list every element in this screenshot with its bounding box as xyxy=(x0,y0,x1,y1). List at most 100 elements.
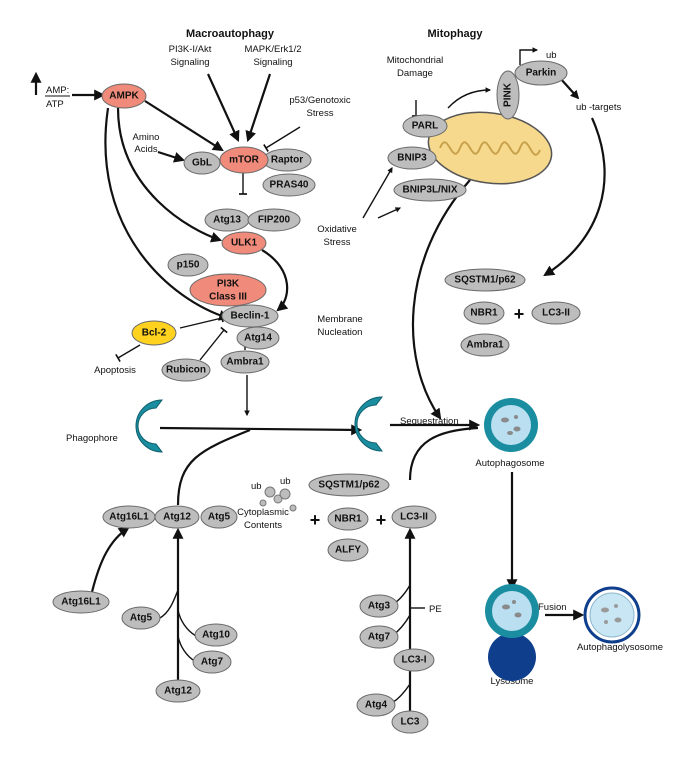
svg-text:Atg7: Atg7 xyxy=(201,657,224,668)
label-amino-2: Acids xyxy=(134,144,157,155)
node-atg13: Atg13 xyxy=(204,208,250,232)
node-atg7-right: Atg7 xyxy=(359,625,399,649)
svg-text:Atg12: Atg12 xyxy=(163,512,191,523)
svg-text:BNIP3L/NIX: BNIP3L/NIX xyxy=(402,185,457,196)
svg-text:ub: ub xyxy=(251,481,262,492)
svg-text:NBR1: NBR1 xyxy=(470,308,498,319)
svg-text:BNIP3: BNIP3 xyxy=(397,153,427,164)
node-lc3: LC3 xyxy=(391,710,429,734)
svg-text:PI3K: PI3K xyxy=(217,279,240,290)
svg-text:Atg10: Atg10 xyxy=(202,630,230,641)
label-mito-damage-1: Mitochondrial xyxy=(387,55,444,66)
plus-sign: + xyxy=(514,304,525,324)
node-gbl: GbL xyxy=(183,151,221,175)
svg-text:AMPK: AMPK xyxy=(109,91,139,102)
label-p53-1: p53/Genotoxic xyxy=(289,95,351,106)
label-sequestration: Sequestration xyxy=(400,416,459,427)
label-pe: PE xyxy=(429,604,442,615)
node-atg12-complex: Atg12 xyxy=(154,505,200,529)
node-pras40: PRAS40 xyxy=(262,173,316,197)
svg-text:Atg5: Atg5 xyxy=(130,613,153,624)
svg-text:Rubicon: Rubicon xyxy=(166,365,206,376)
plus-sign: + xyxy=(310,510,321,530)
svg-text:mTOR: mTOR xyxy=(229,155,260,166)
svg-text:LC3-II: LC3-II xyxy=(542,308,570,319)
parkin-ub-tag: ub xyxy=(546,50,557,61)
node-atg7-left: Atg7 xyxy=(192,650,232,674)
svg-text:LC3-II: LC3-II xyxy=(400,512,428,523)
svg-text:Atg16L1: Atg16L1 xyxy=(109,512,149,523)
node-bnip3: BNIP3 xyxy=(387,146,437,170)
node-pink: PINK xyxy=(496,70,520,120)
svg-text:p150: p150 xyxy=(177,260,200,271)
svg-text:Atg14: Atg14 xyxy=(244,333,272,344)
svg-text:Atg5: Atg5 xyxy=(208,512,231,523)
svg-text:LC3: LC3 xyxy=(401,717,420,728)
lysosome-icon xyxy=(488,633,536,681)
svg-text:ULK1: ULK1 xyxy=(231,238,258,249)
fused-autophagosome-icon xyxy=(485,584,539,638)
label-cytoplasmic-1: Cytoplasmic xyxy=(237,507,289,518)
plus-sign: + xyxy=(376,510,387,530)
label-ub-targets: -targets xyxy=(589,102,621,113)
label-cytoplasmic-2: Contents xyxy=(244,520,282,531)
svg-text:Class III: Class III xyxy=(209,292,247,303)
autophagosome-icon xyxy=(484,398,538,452)
svg-text:Ambra1: Ambra1 xyxy=(226,357,264,368)
node-parl: PARL xyxy=(402,114,448,138)
node-atg5: Atg5 xyxy=(121,606,161,630)
node-fip200: FIP200 xyxy=(247,208,301,232)
svg-text:Atg7: Atg7 xyxy=(368,632,391,643)
svg-text:SQSTM1/p62: SQSTM1/p62 xyxy=(318,480,380,491)
node-nbr1-top: NBR1 xyxy=(463,301,505,325)
label-phagophore: Phagophore xyxy=(66,433,118,444)
label-oxidative-1: Oxidative xyxy=(317,224,357,235)
node-ambra1-right: Ambra1 xyxy=(460,333,510,357)
label-fusion: Fusion xyxy=(538,602,567,613)
node-atg16l1: Atg16L1 xyxy=(52,590,110,614)
title-macroautophagy: Macroautophagy xyxy=(186,28,275,40)
svg-text:LC3-I: LC3-I xyxy=(402,655,427,666)
label-autophagosome: Autophagosome xyxy=(475,458,544,469)
node-lc3i: LC3-I xyxy=(393,648,435,672)
svg-text:Atg4: Atg4 xyxy=(365,700,388,711)
svg-text:PINK: PINK xyxy=(503,82,514,107)
phagophore-icon xyxy=(135,399,164,453)
label-pi3k-signaling-1: PI3K-I/Akt xyxy=(169,44,212,55)
label-amino-1: Amino xyxy=(133,132,160,143)
node-atg16l1-complex: Atg16L1 xyxy=(102,505,156,529)
node-atg5-complex: Atg5 xyxy=(200,505,238,529)
svg-text:Parkin: Parkin xyxy=(526,68,557,79)
label-pi3k-signaling-2: Signaling xyxy=(170,57,209,68)
svg-text:Beclin-1: Beclin-1 xyxy=(231,311,270,322)
svg-text:NBR1: NBR1 xyxy=(334,514,362,525)
title-mitophagy: Mitophagy xyxy=(428,28,484,40)
node-atg3: Atg3 xyxy=(359,594,399,618)
node-parkin: Parkin xyxy=(514,60,568,86)
node-atg10: Atg10 xyxy=(194,623,238,647)
label-autophagolysosome: Autophagolysosome xyxy=(577,642,663,653)
mitochondrion-icon xyxy=(427,111,553,185)
label-mapk-signaling-2: Signaling xyxy=(253,57,292,68)
pathway-edges xyxy=(30,47,606,715)
node-rubicon: Rubicon xyxy=(161,358,211,382)
node-lc3ii-mid: LC3-II xyxy=(391,505,437,529)
svg-text:ALFY: ALFY xyxy=(335,545,361,556)
svg-text:Bcl-2: Bcl-2 xyxy=(142,328,167,339)
label-p53-2: Stress xyxy=(307,108,334,119)
node-sqstm1-mid: SQSTM1/p62 xyxy=(308,473,390,497)
svg-text:Atg16L1: Atg16L1 xyxy=(61,597,101,608)
svg-text:ub: ub xyxy=(280,476,291,487)
node-pi3k-class3: PI3K Class III xyxy=(189,273,267,307)
node-lc3ii-top: LC3-II xyxy=(531,301,581,325)
node-alfy: ALFY xyxy=(327,538,369,562)
node-beclin: Beclin-1 xyxy=(221,304,279,328)
label-membrane-1: Membrane xyxy=(317,314,362,325)
node-ampk: AMPK xyxy=(101,83,147,109)
label-oxidative-2: Stress xyxy=(324,237,351,248)
svg-text:Atg13: Atg13 xyxy=(213,215,241,226)
node-mtor: mTOR xyxy=(219,146,269,174)
svg-text:SQSTM1/p62: SQSTM1/p62 xyxy=(454,275,516,286)
svg-text:Atg12: Atg12 xyxy=(164,686,192,697)
node-sqstm1-top: SQSTM1/p62 xyxy=(444,268,526,292)
